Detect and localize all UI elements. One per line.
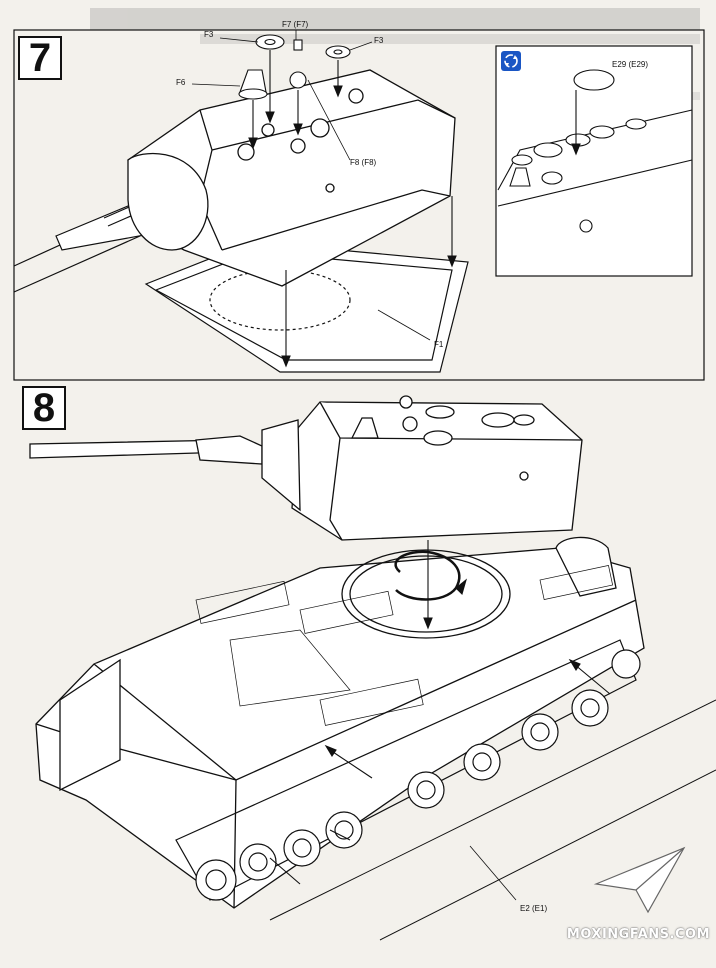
step8-turret bbox=[29, 395, 583, 541]
label-f7: F7 (F7) bbox=[282, 20, 309, 29]
step7-panel bbox=[13, 29, 705, 381]
step-number-7: 7 bbox=[18, 36, 62, 80]
step7-arrows bbox=[248, 50, 457, 368]
step7-inset-arrow bbox=[571, 90, 581, 156]
step8-grilles bbox=[195, 565, 614, 726]
step7-inset-drawing bbox=[497, 69, 693, 233]
step7-turret bbox=[127, 69, 456, 287]
label-f3-right: F3 bbox=[374, 36, 384, 45]
watermark-text: MOXINGFANS.COM bbox=[566, 927, 710, 942]
step8-hull bbox=[35, 536, 645, 909]
step-number-8: 8 bbox=[22, 386, 66, 430]
label-f8: F8 (F8) bbox=[350, 158, 377, 167]
label-e29: E29 (E29) bbox=[612, 60, 649, 69]
step8-arrows bbox=[269, 540, 611, 885]
label-f1: F1 bbox=[434, 340, 444, 349]
repeat-both-sides-icon bbox=[501, 51, 521, 71]
step8-running-gear bbox=[175, 639, 641, 901]
label-f6: F6 bbox=[176, 78, 186, 87]
step8-rotation-arrow bbox=[394, 550, 461, 601]
step8-ground-lines bbox=[269, 699, 716, 941]
paper-plane-icon bbox=[593, 846, 686, 914]
step7-leaders bbox=[191, 30, 431, 341]
e2-leader bbox=[469, 845, 517, 901]
label-f3-left: F3 bbox=[204, 30, 214, 39]
label-e2: E2 (E1) bbox=[520, 904, 548, 913]
step7-gun-barrel bbox=[13, 203, 151, 293]
step7-parts bbox=[238, 34, 351, 100]
